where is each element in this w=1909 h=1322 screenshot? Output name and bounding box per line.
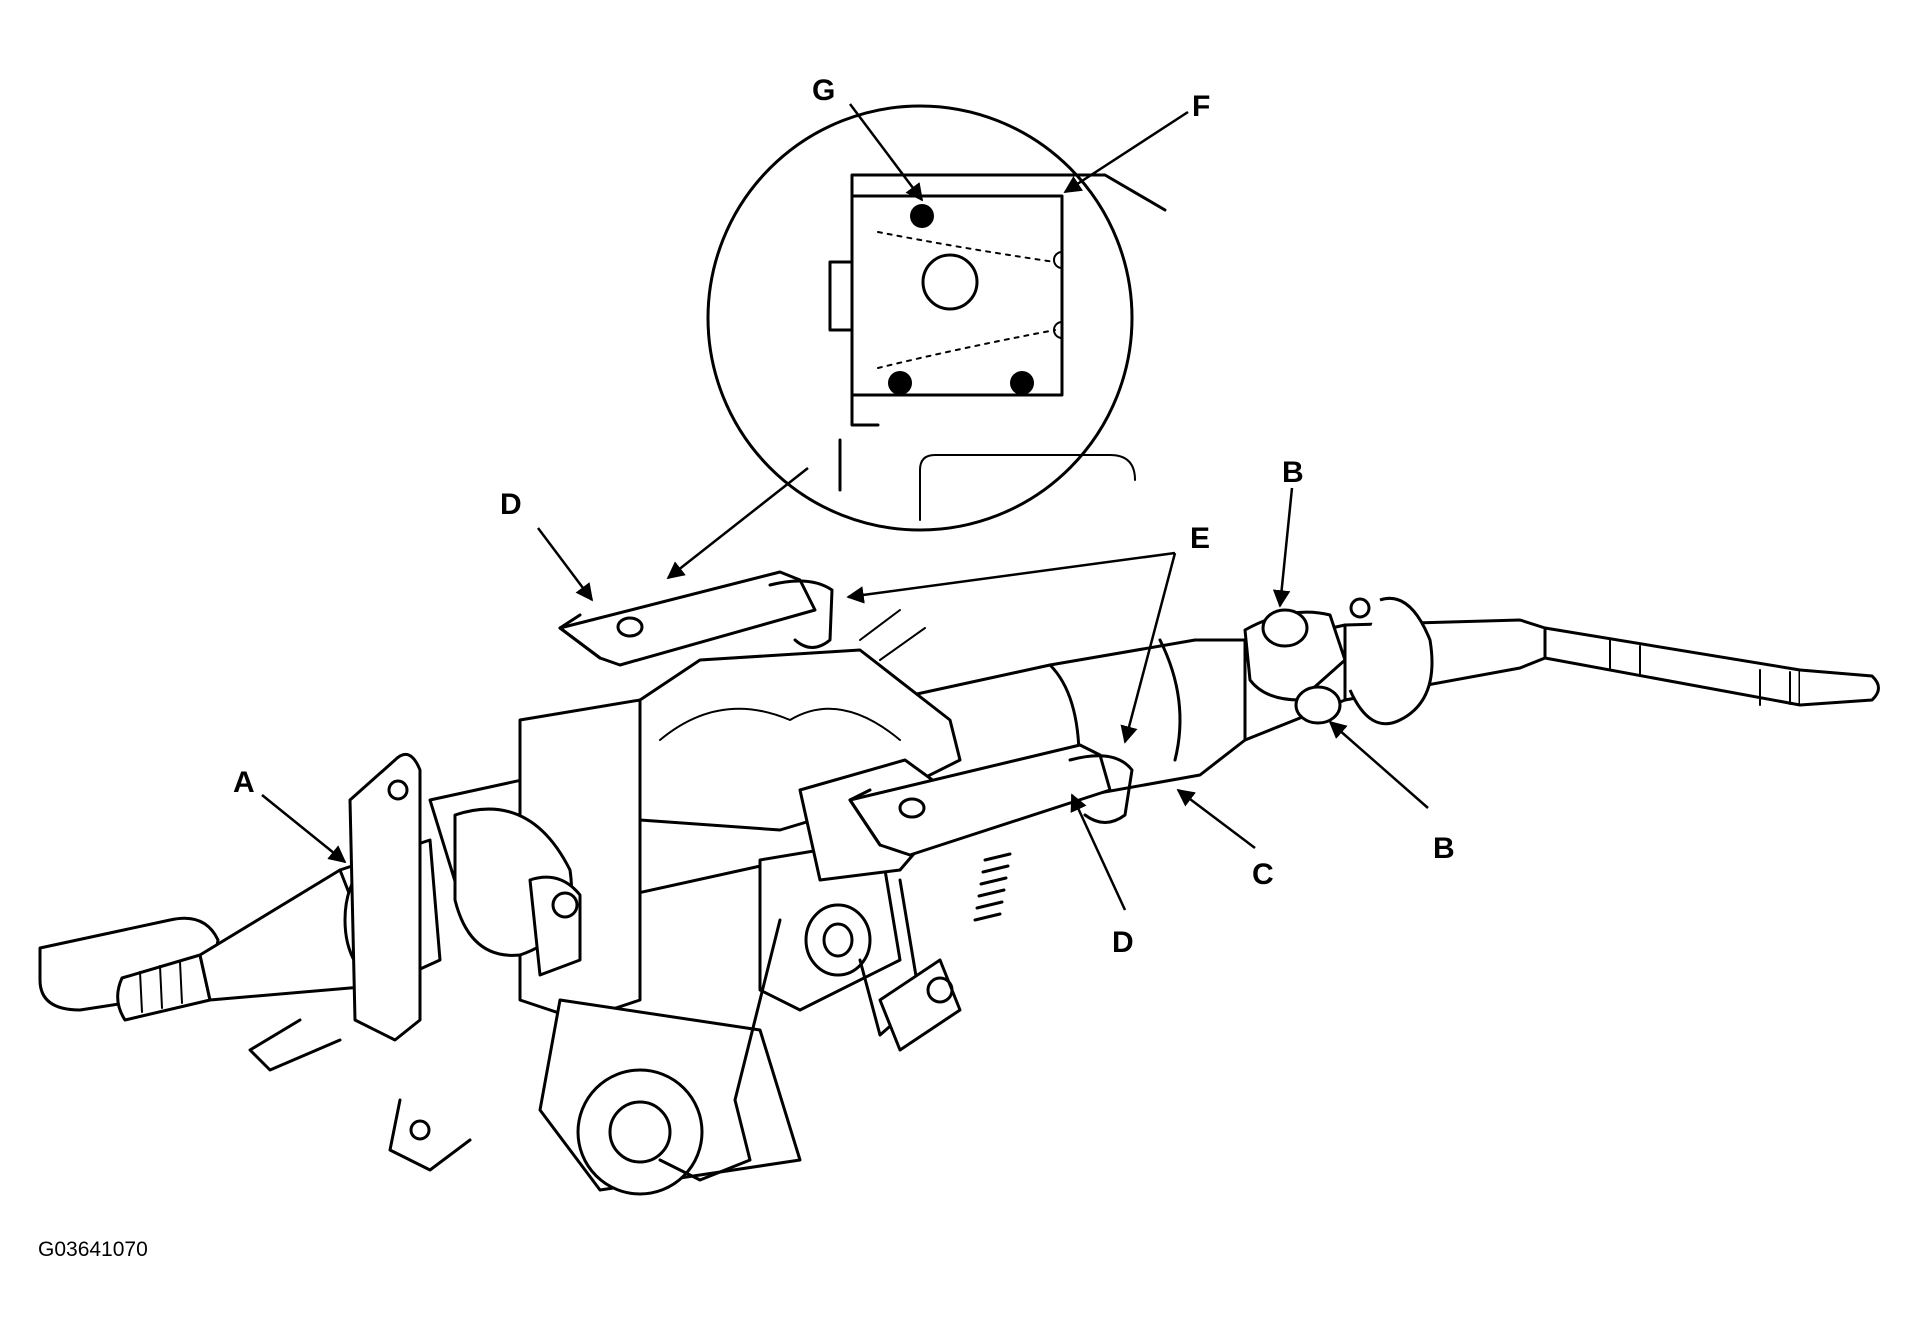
callout-b-bottom: B <box>1433 832 1455 865</box>
leader-lines <box>261 103 1429 911</box>
magnifier-outline <box>706 104 1134 532</box>
leader-magnifier <box>666 467 809 580</box>
leader-c <box>1176 788 1256 849</box>
lower-bracket <box>348 752 422 1042</box>
leader-f <box>1063 110 1189 194</box>
leader-b-top <box>1272 487 1294 608</box>
leader-d-top <box>537 527 594 602</box>
leader-g <box>849 103 924 202</box>
lower-shaft <box>38 752 472 1172</box>
rivet-lower-right <box>1010 371 1034 395</box>
figure-code: G03641070 <box>38 1238 148 1261</box>
column-housing <box>518 648 962 1196</box>
leader-d-bottom <box>1070 793 1127 911</box>
bracket-plate <box>850 194 1064 397</box>
callout-f: F <box>1192 90 1210 123</box>
callout-d-top: D <box>500 488 522 521</box>
leader-b-bottom <box>1328 720 1429 809</box>
leader-a <box>261 794 347 864</box>
callout-g: G <box>812 74 835 107</box>
callout-a: A <box>233 766 255 799</box>
callout-e: E <box>1190 522 1210 555</box>
spring-hidden-line <box>877 231 1056 263</box>
joint-bolt-upper <box>1261 608 1309 648</box>
callout-b-top: B <box>1282 456 1304 489</box>
column-clamp <box>453 807 582 977</box>
detail-view-circle <box>706 104 1167 532</box>
tilt-spring <box>973 852 1012 922</box>
center-hole <box>921 253 979 311</box>
callout-labels: G F D E B B C D A <box>233 74 1455 959</box>
bracket-clip-lower <box>848 743 1134 857</box>
bracket-clip-upper <box>558 570 926 667</box>
callout-c: C <box>1252 858 1274 891</box>
rivet-lower-left <box>888 371 912 395</box>
rivet-g <box>910 204 934 228</box>
leader-e-lower <box>1120 552 1177 744</box>
callout-d-bottom: D <box>1112 926 1134 959</box>
leader-e-upper <box>846 551 1176 604</box>
universal-joint <box>1348 597 1434 726</box>
upper-shaft <box>1186 597 1880 762</box>
joint-bolt-lower <box>1294 685 1342 725</box>
